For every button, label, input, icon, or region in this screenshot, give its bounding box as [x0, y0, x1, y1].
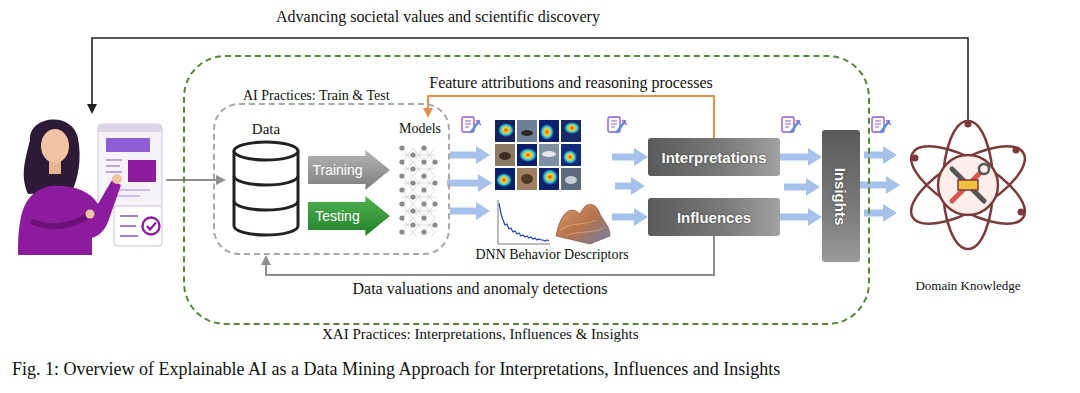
caption-holder: Fig. 1: Overview of Explainable AI as a …	[12, 359, 780, 380]
domain-knowledge-atom	[900, 121, 1036, 250]
attribution-heatmaps	[495, 120, 581, 190]
connector	[612, 154, 634, 161]
label-holder: Advancing societal values and scientific…	[276, 8, 600, 26]
database-cylinder	[234, 142, 298, 235]
figure-caption: Fig. 1: Overview of Explainable AI as a …	[12, 359, 780, 380]
edge-label: Feature attributions and reasoning proce…	[426, 74, 715, 92]
flow-label: Advancing societal values and scientific…	[276, 8, 600, 26]
edge-label: Data valuations and anomaly detections	[349, 280, 610, 298]
label-holder: Data valuations and anomaly detections	[349, 280, 610, 298]
connector	[860, 182, 886, 189]
label-holder: DNN Behavior Descriptors	[475, 247, 628, 263]
arrow-fill	[308, 150, 390, 190]
insights-bar: Insights	[822, 130, 860, 262]
label-holder: Domain Knowledge	[915, 278, 1020, 294]
node-label: Interpretations	[661, 149, 766, 166]
database-node: Data	[228, 118, 304, 240]
node-label: Training	[308, 162, 367, 178]
ai-region: AI Practices: Train & TestDataTrainingTe…	[213, 103, 450, 255]
loss-curve-chart	[498, 200, 550, 244]
domain-knowledge-node: Domain Knowledge	[900, 118, 1036, 252]
neural-network-icon	[399, 145, 437, 236]
node-label: Insights	[833, 167, 850, 225]
connector	[612, 214, 634, 221]
label-holder: XAI Practices: Interpretations, Influenc…	[322, 326, 639, 343]
node-label: AI Practices: Train & Test	[243, 88, 390, 104]
person-illustration	[18, 119, 162, 255]
arrow-fill	[308, 196, 390, 236]
connector	[780, 154, 808, 161]
connector	[780, 214, 808, 221]
descriptor-images: DNN Behavior Descriptors	[492, 118, 612, 245]
label-holder: AI Practices: Train & Test	[243, 88, 390, 104]
loss-surface-3d	[556, 204, 610, 244]
node-label: XAI Practices: Interpretations, Influenc…	[322, 326, 639, 343]
connector	[428, 96, 714, 138]
label-holder: Feature attributions and reasoning proce…	[426, 74, 715, 92]
node-label: Testing	[308, 208, 367, 224]
process-box: Influences	[648, 198, 780, 236]
node-label: Models	[393, 118, 447, 137]
node-label: Data	[228, 118, 304, 138]
connector	[266, 236, 714, 275]
node-label: Influences	[677, 209, 751, 226]
model-node: Models	[393, 118, 447, 242]
node-label: Domain Knowledge	[915, 278, 1020, 294]
input-arrow	[166, 179, 216, 181]
connector	[447, 180, 478, 187]
process-box: Interpretations	[648, 138, 780, 176]
node-label: DNN Behavior Descriptors	[475, 247, 628, 263]
training-arrow: Training	[308, 150, 390, 190]
testing-arrow: Testing	[308, 196, 390, 236]
feedback-line	[92, 38, 968, 120]
